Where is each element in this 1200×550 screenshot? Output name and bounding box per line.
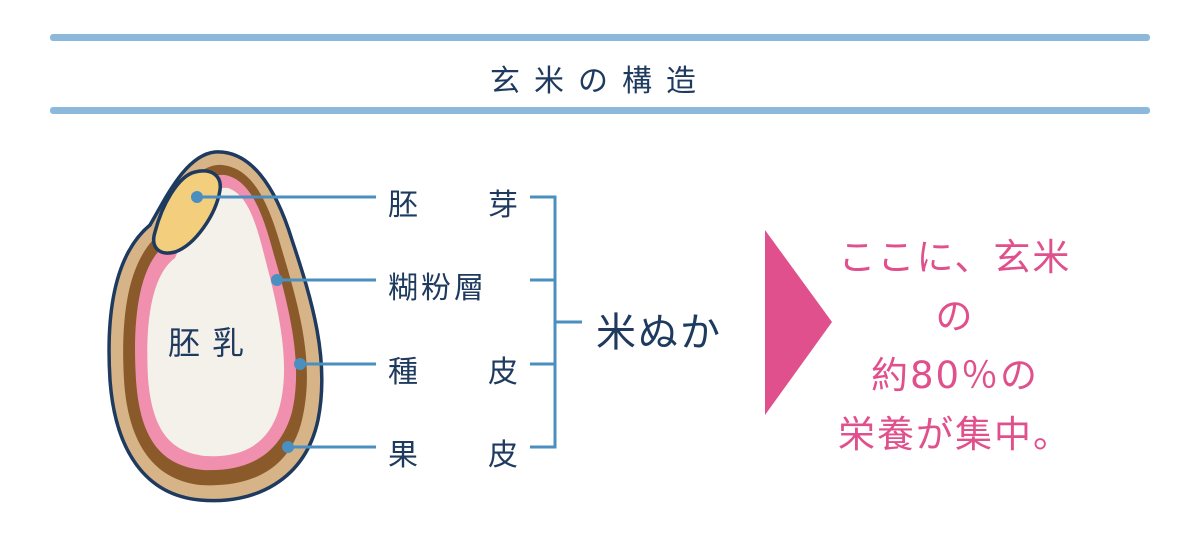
leader-dot — [191, 191, 203, 203]
label-text: 皮 — [488, 355, 518, 390]
arrow-triangle — [765, 230, 832, 415]
leader-dot — [282, 441, 294, 453]
leader-dot — [271, 274, 283, 286]
label-text: 果 — [388, 438, 418, 473]
label-germ: 胚芽 — [388, 180, 518, 224]
label-pericarp: 果皮 — [388, 430, 518, 474]
rice-bran-label: 米ぬか — [596, 310, 722, 356]
message-line: 栄養が集中。 — [838, 413, 1072, 456]
message-line: ここに、玄米の — [838, 236, 1072, 338]
label-seed-coat: 種皮 — [388, 347, 518, 391]
germ — [152, 169, 222, 255]
endosperm-label: 胚乳 — [168, 324, 257, 362]
rice-grain — [107, 150, 324, 503]
top-rule — [50, 34, 1150, 41]
bottom-rule — [50, 107, 1150, 114]
bracket — [530, 195, 582, 449]
label-text: 芽 — [488, 188, 518, 223]
leader-dot — [294, 358, 306, 370]
label-text: 皮 — [488, 438, 518, 473]
endosperm — [147, 187, 285, 457]
label-aleurone: 糊粉層 — [388, 263, 518, 307]
message-line: 約80％の — [870, 354, 1040, 397]
label-text: 糊粉層 — [388, 271, 487, 306]
label-text: 胚 — [388, 188, 418, 223]
page-title: 玄米の構造 — [490, 64, 710, 99]
nutrition-message: ここに、玄米の 約80％の 栄養が集中。 — [830, 228, 1080, 464]
label-text: 種 — [388, 355, 418, 390]
